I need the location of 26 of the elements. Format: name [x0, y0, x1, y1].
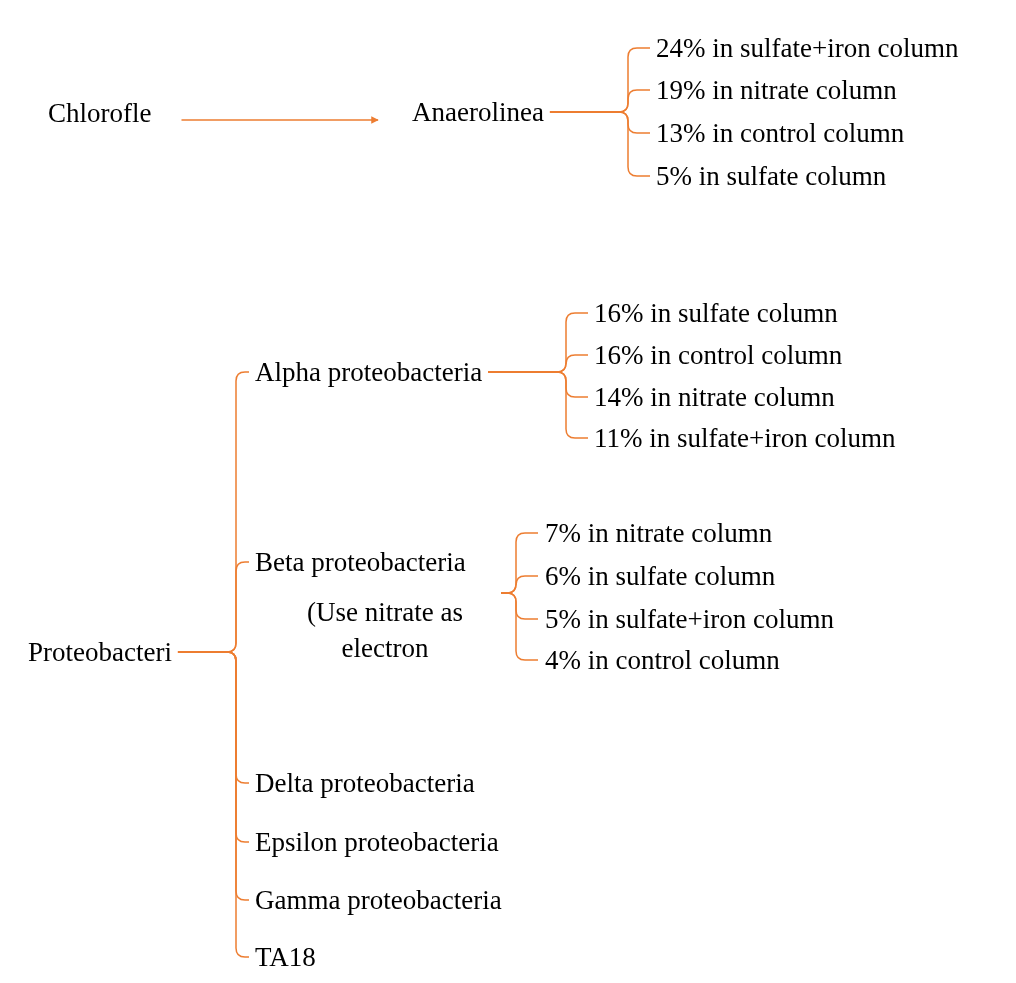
taxon-label: 5% in sulfate column	[656, 160, 887, 192]
brace-connector	[487, 371, 589, 439]
taxon-label: 11% in sulfate+iron column	[594, 422, 896, 454]
taxon-label: Gamma proteobacteria	[255, 884, 502, 916]
taxon-label: Proteobacteri	[28, 636, 172, 668]
brace-connector	[549, 111, 651, 177]
arrow	[180, 116, 379, 124]
taxon-label: 6% in sulfate column	[545, 560, 776, 592]
taxon-label: TA18	[255, 941, 316, 973]
taxon-label: 16% in control column	[594, 339, 843, 371]
taxon-label: 19% in nitrate column	[656, 74, 897, 106]
taxon-label: 5% in sulfate+iron column	[545, 603, 834, 635]
taxon-label: 4% in control column	[545, 644, 780, 676]
taxon-label: 14% in nitrate column	[594, 381, 835, 413]
taxon-label: Epsilon proteobacteria	[255, 826, 499, 858]
brace-connector	[500, 592, 539, 661]
taxon-label: 13% in control column	[656, 117, 905, 149]
taxon-label: Delta proteobacteria	[255, 767, 475, 799]
taxon-label: 24% in sulfate+iron column	[656, 32, 959, 64]
taxon-label: 7% in nitrate column	[545, 517, 773, 549]
note-text: (Use nitrate as electron	[306, 596, 464, 665]
taxon-label: Alpha proteobacteria	[255, 356, 483, 388]
taxon-label: Chlorofle	[48, 97, 152, 129]
taxon-label: Beta proteobacteria	[255, 546, 467, 578]
taxon-label: Anaerolinea	[412, 96, 544, 128]
taxon-label: 16% in sulfate column	[594, 297, 838, 329]
